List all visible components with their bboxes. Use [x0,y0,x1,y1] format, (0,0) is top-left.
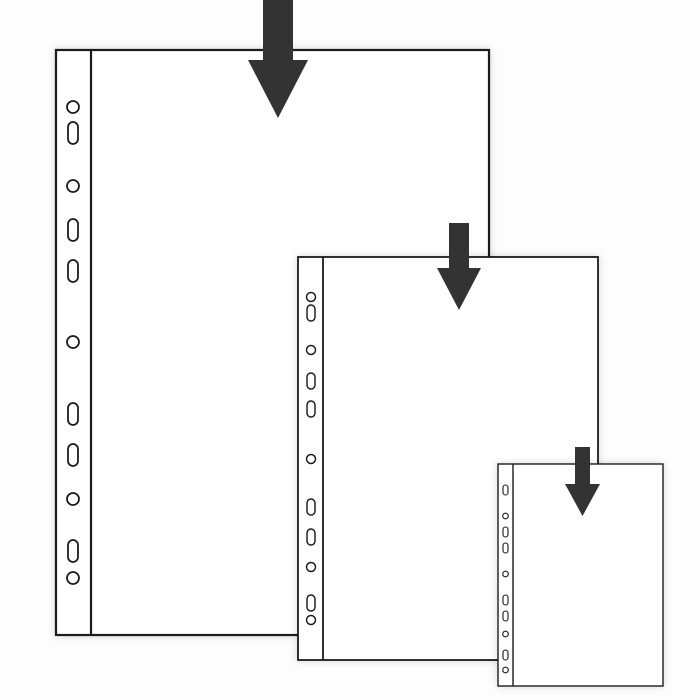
punch-hole-oval [502,649,509,661]
punch-hole-oval [306,372,316,390]
punch-hole-round [305,453,317,465]
punch-hole-oval [306,498,316,516]
punch-hole-oval [306,400,316,418]
arrow-down-icon [565,447,600,516]
punch-hole-oval [67,539,79,563]
arrow-down-icon [437,223,481,310]
punch-hole-oval [502,484,509,496]
punch-hole-oval [67,443,79,467]
punch-hole-round [66,492,80,506]
punch-hole-oval [67,259,79,283]
punch-hole-oval [502,610,509,622]
punch-hole-round [305,344,317,356]
arrow-down-icon [248,0,308,118]
punch-hole-oval [502,594,509,606]
punch-hole-oval [67,402,79,426]
punch-hole-round [305,561,317,573]
punch-hole-round [502,570,509,578]
punch-hole-oval [306,594,316,612]
punch-hole-round [66,335,80,349]
punch-hole-round [66,100,80,114]
punch-hole-round [305,614,317,626]
punch-hole-round [502,512,509,520]
punch-hole-round [502,666,509,674]
punch-hole-round [502,630,509,638]
punch-hole-oval [502,542,509,554]
punch-hole-oval [67,121,79,145]
punch-hole-oval [306,528,316,546]
punch-hole-oval [306,304,316,322]
punch-hole-round [305,291,317,303]
punch-hole-round [66,571,80,585]
punch-hole-oval [502,526,509,538]
punch-hole-oval [67,218,79,242]
punch-hole-round [66,179,80,193]
